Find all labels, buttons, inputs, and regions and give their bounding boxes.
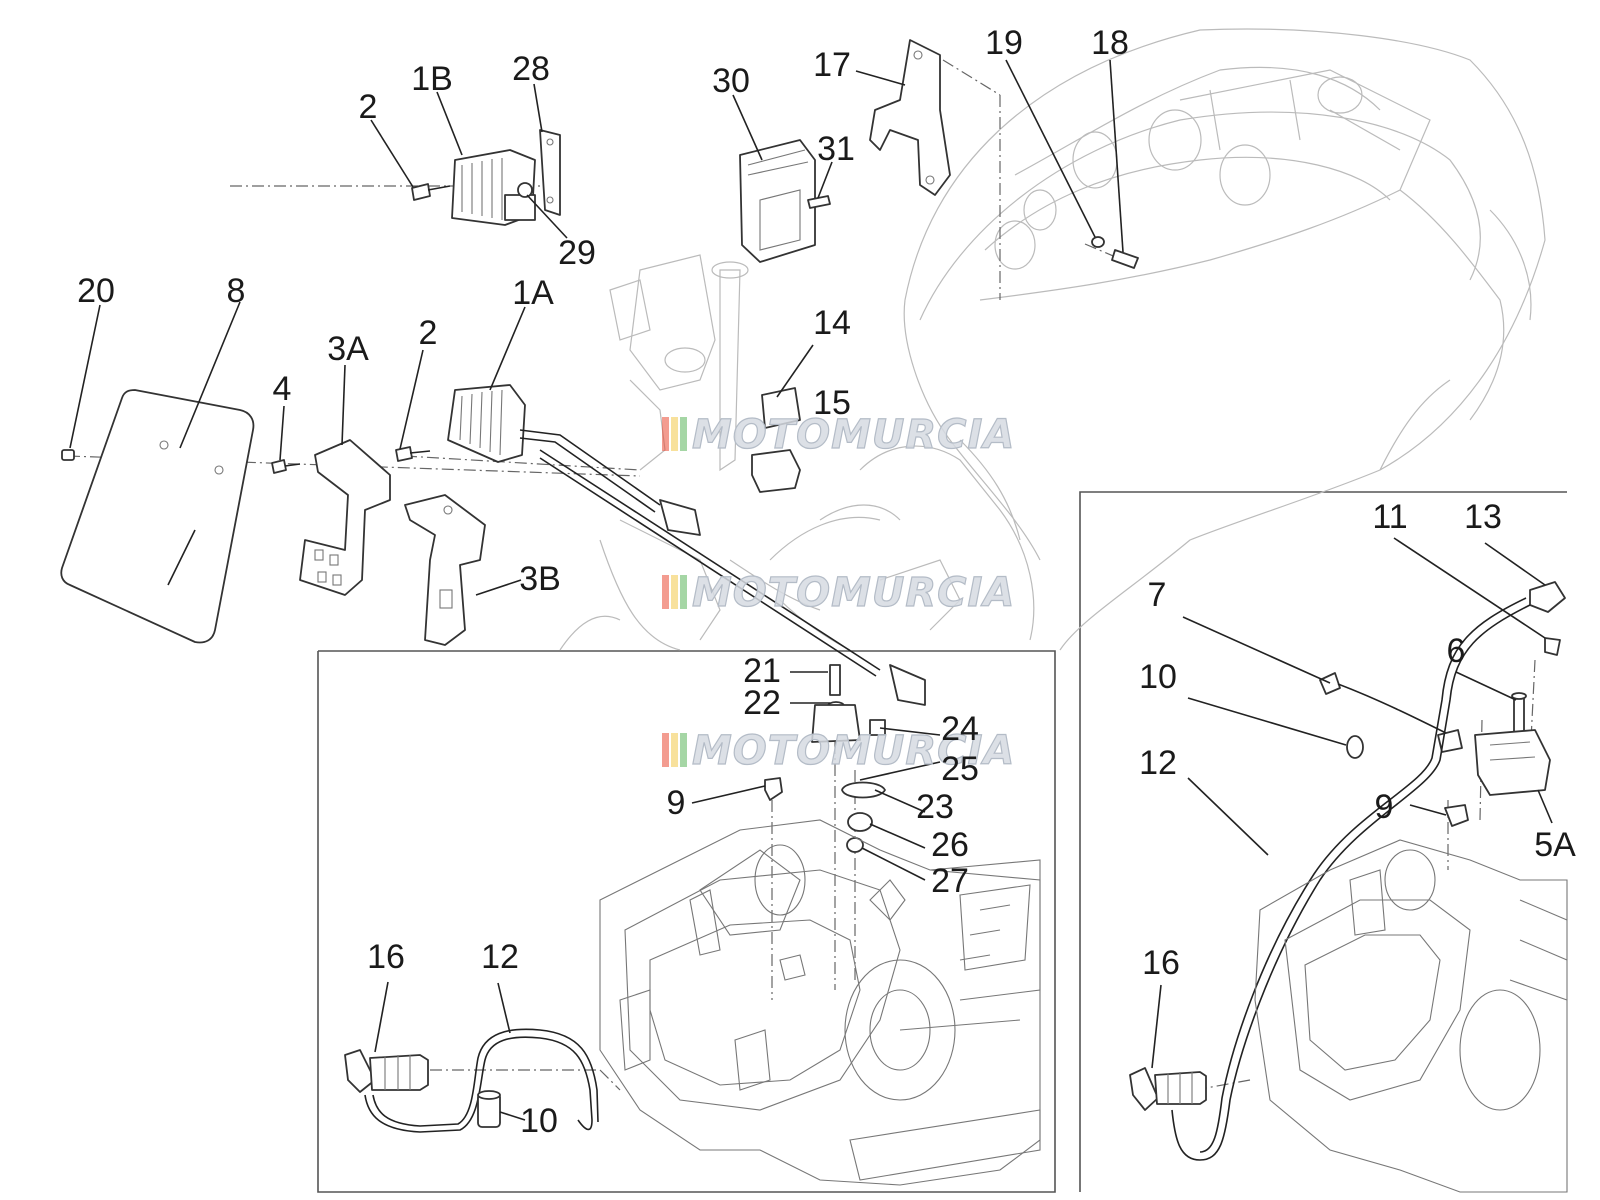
callout-label: 1B (411, 60, 453, 98)
watermark-stripe (671, 733, 678, 767)
callout-label: 4 (273, 370, 292, 408)
connector-11 (1544, 637, 1561, 656)
callout-label: 9 (1375, 788, 1394, 826)
callout-label: 17 (813, 46, 851, 84)
screw-18 (1111, 249, 1139, 269)
watermark-stripe (680, 575, 687, 609)
connector-13 (1529, 581, 1566, 613)
watermark-text: MOTOMURCIA (692, 728, 1015, 774)
callout-label: 21 (743, 652, 781, 690)
callout-label: 5A (1534, 826, 1576, 864)
callout-label: 16 (1142, 944, 1180, 982)
bracket-3b (404, 494, 486, 646)
watermark-stripe (671, 575, 678, 609)
screw-4 (271, 459, 301, 474)
watermark-middle: MOTOMURCIA (662, 569, 1015, 617)
engine-drawing-right (1254, 839, 1568, 1193)
hose-12-right (1171, 597, 1531, 1161)
hose-12-left (364, 1028, 599, 1133)
pump-5a (1474, 729, 1551, 796)
screw-2-mid (395, 446, 431, 462)
callout-label: 3B (519, 560, 561, 598)
callout-label: 12 (1139, 744, 1177, 782)
clip-9-left (764, 777, 783, 801)
watermark-top: MOTOMURCIA (662, 411, 1015, 459)
left-inset-frame (317, 650, 1056, 1193)
watermark-text: MOTOMURCIA (692, 412, 1015, 458)
watermark-stripe (662, 575, 669, 609)
callout-label: 2 (419, 314, 438, 352)
callout-label: 15 (813, 384, 851, 422)
fastener-20 (61, 449, 75, 461)
callout-label: 6 (1447, 632, 1466, 670)
callout-label: 9 (667, 784, 686, 822)
watermark-stripe (671, 417, 678, 451)
sensor-16-left (344, 1049, 429, 1093)
screw-2-top (411, 183, 451, 201)
watermark-stripe (680, 733, 687, 767)
watermark-bottom: MOTOMURCIA (662, 727, 1015, 775)
leader-lines (69, 59, 1553, 1121)
bracket-3a (299, 439, 391, 596)
regulator-1a (447, 384, 926, 706)
callout-label: 25 (941, 750, 979, 788)
clip-9-right (1444, 804, 1469, 827)
switch-assembly-21-27 (811, 664, 886, 853)
callout-label: 10 (520, 1102, 558, 1140)
nut-29 (517, 182, 533, 198)
sensor-16-right (1129, 1067, 1207, 1111)
callout-label: 22 (743, 684, 781, 722)
bracket-28 (539, 129, 561, 216)
callout-label: 19 (985, 24, 1023, 62)
cable-7 (1319, 672, 1463, 753)
watermark-stripe (662, 417, 669, 451)
callout-labels: 2 1B 28 29 30 31 17 19 18 20 8 3A 4 2 1A… (77, 24, 1576, 1140)
watermark-text: MOTOMURCIA (692, 570, 1015, 616)
callout-label: 24 (941, 710, 979, 748)
callout-label: 14 (813, 304, 851, 342)
sleeve-10-right (1346, 735, 1364, 759)
callout-label: 16 (367, 938, 405, 976)
bracket-17 (869, 39, 951, 196)
callout-label: 31 (817, 130, 855, 168)
callout-label: 1A (512, 274, 554, 312)
callout-label: 29 (558, 234, 596, 272)
shield-plate-8 (60, 389, 255, 644)
callout-label: 10 (1139, 658, 1177, 696)
callout-label: 3A (327, 330, 369, 368)
engine-drawing-left (599, 819, 1041, 1186)
callout-label: 26 (931, 826, 969, 864)
callout-label: 13 (1464, 498, 1502, 536)
callout-label: 2 (359, 88, 378, 126)
callout-label: 7 (1148, 576, 1167, 614)
control-unit-30 (739, 139, 831, 263)
callout-label: 30 (712, 62, 750, 100)
washer-19 (1091, 236, 1105, 248)
right-inset-frame (1079, 491, 1567, 1192)
callout-label: 28 (512, 50, 550, 88)
callout-label: 8 (227, 272, 246, 310)
watermark-stripe (662, 733, 669, 767)
callout-label: 11 (1372, 498, 1407, 536)
watermark-stripe (680, 417, 687, 451)
callout-label: 18 (1091, 24, 1129, 62)
relay-14 (761, 387, 801, 429)
callout-label: 27 (931, 862, 969, 900)
callout-label: 23 (916, 788, 954, 826)
relay-holder-15 (751, 449, 801, 493)
sleeve-10-left (477, 1090, 501, 1128)
frame-tube-drawing (559, 254, 961, 651)
callout-label: 20 (77, 272, 115, 310)
scooter-body-drawing (729, 28, 1546, 651)
callout-label: 12 (481, 938, 519, 976)
